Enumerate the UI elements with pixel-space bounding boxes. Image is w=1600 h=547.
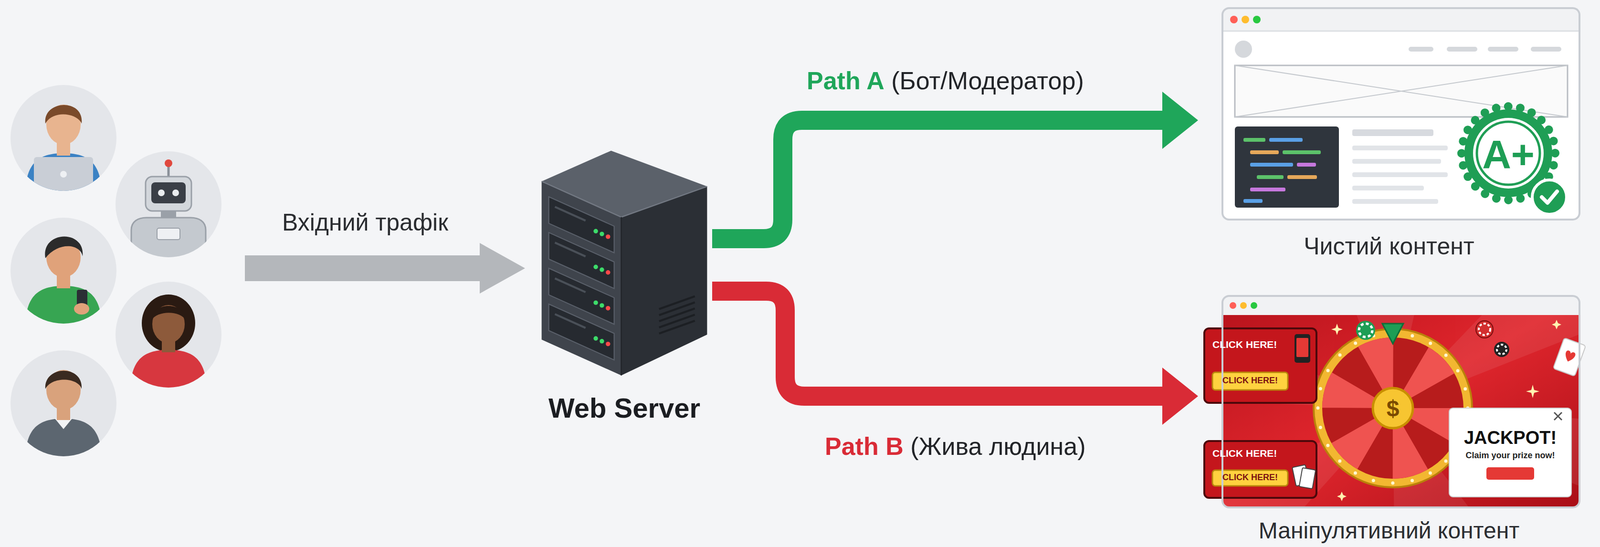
server-icon	[541, 150, 708, 376]
browser-window: Чистий контент	[1198, 3, 1580, 261]
user-avatar	[10, 217, 117, 328]
traffic-arrow	[244, 242, 526, 294]
node-caption: Web Server	[536, 392, 713, 425]
node-caption: Чистий контент	[1198, 232, 1580, 261]
ad-heading: CLICK HERE!	[1212, 447, 1293, 460]
grade-badge-text: A+	[1474, 131, 1542, 179]
flow-label: Вхідний трафік	[257, 209, 473, 237]
user-avatar	[10, 84, 117, 196]
ad-button-text: CLICK HERE!	[1212, 375, 1288, 386]
flow-arrow	[712, 91, 1199, 239]
ad-button-text: CLICK HERE!	[1212, 472, 1288, 483]
bot-avatar	[115, 151, 222, 262]
scam-browser	[1203, 276, 1600, 535]
user-avatar	[10, 350, 117, 461]
popup-heading: JACKPOT!	[1449, 427, 1572, 449]
edge-label: Path B (Жива людина)	[824, 432, 1086, 462]
user-avatar	[115, 281, 222, 392]
flow-arrow	[712, 291, 1199, 425]
ad-heading: CLICK HERE!	[1212, 338, 1293, 351]
clean-browser	[1222, 8, 1580, 220]
node-caption: Маніпулятивний контент	[1198, 517, 1580, 544]
coin-symbol: $	[1378, 395, 1408, 422]
server-node: Web Server	[536, 145, 713, 425]
popup-text: Claim your prize now!	[1449, 450, 1572, 461]
edge-label: Path A (Бот/Модератор)	[806, 66, 1085, 96]
